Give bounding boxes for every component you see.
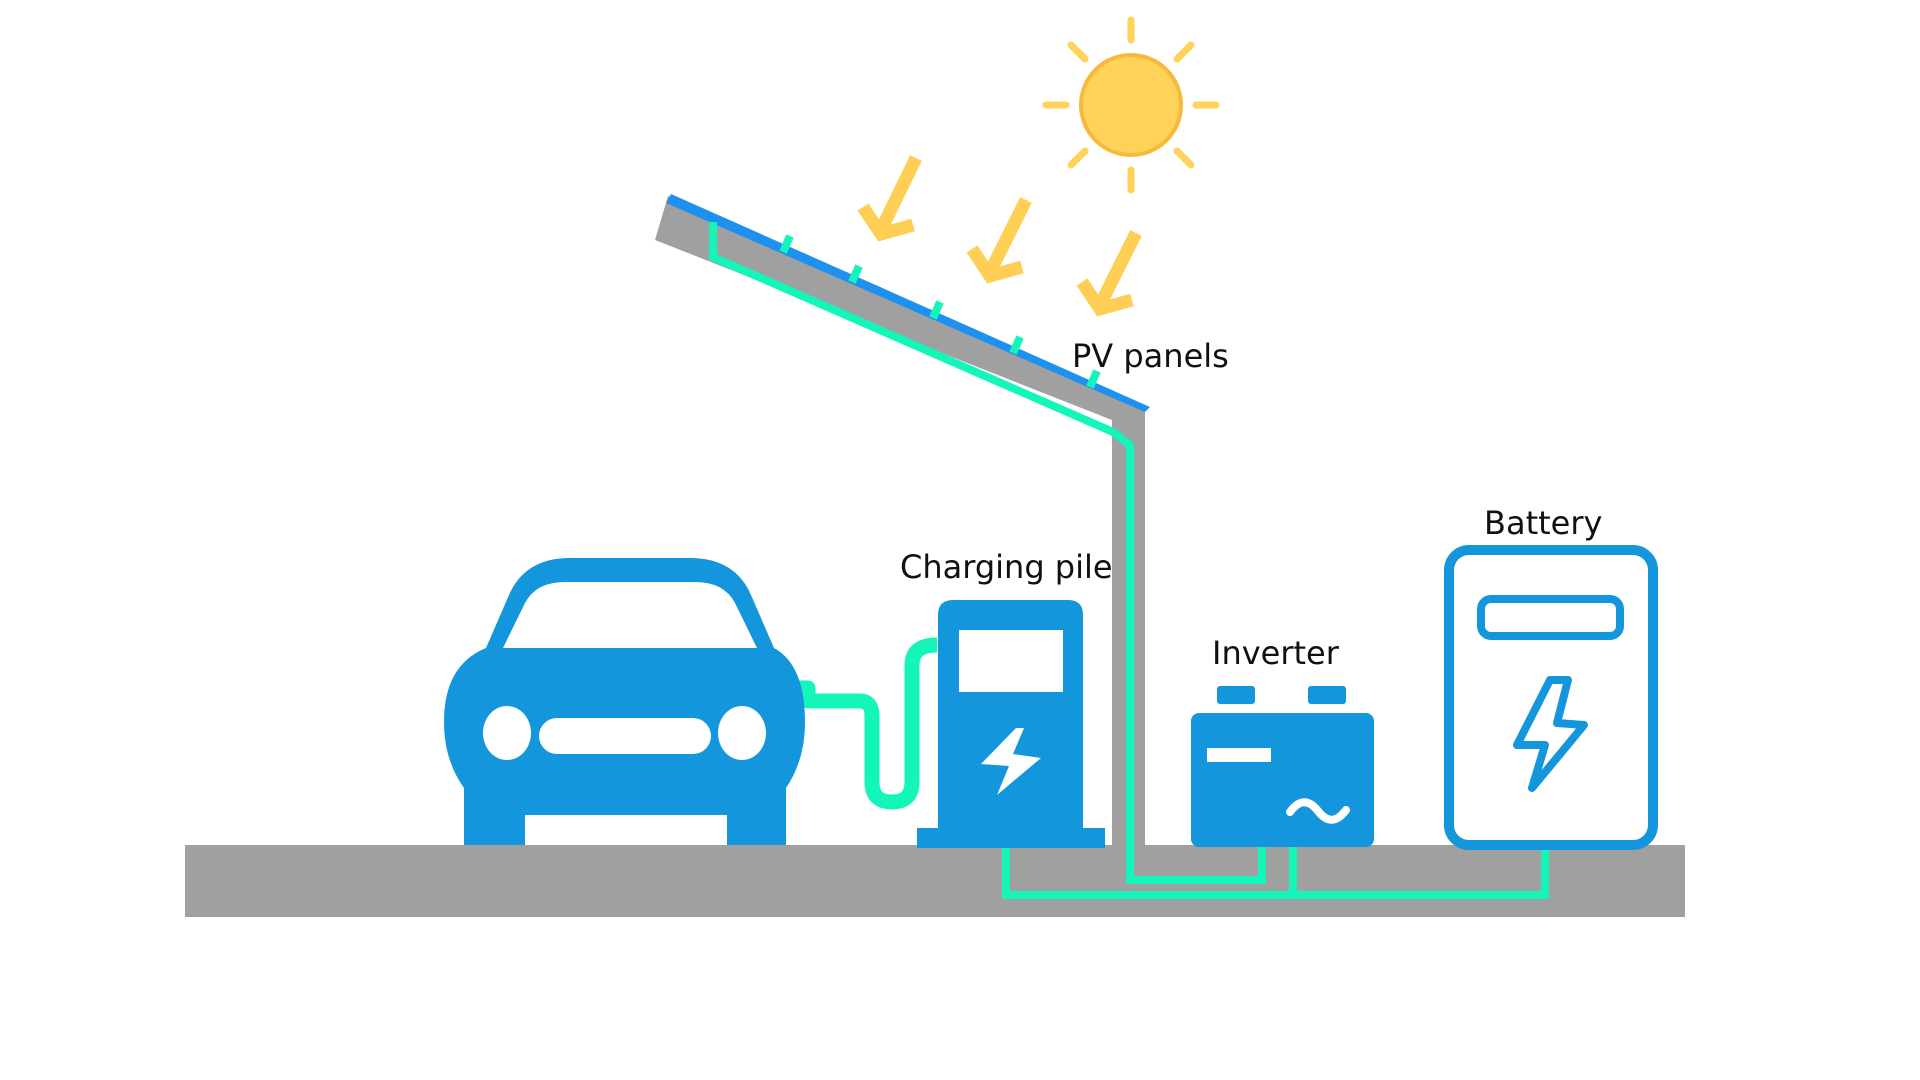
sunlight-arrow-3	[1076, 230, 1142, 317]
car-windshield	[503, 582, 757, 648]
pile-bolt-icon	[981, 728, 1041, 795]
pv-wire-ticks	[779, 234, 1101, 389]
pile-base	[917, 828, 1105, 848]
battery-label: Battery	[1484, 504, 1603, 542]
sun-icon	[1042, 16, 1220, 194]
charging-pile-label: Charging pile	[900, 548, 1113, 586]
pile-screen	[959, 630, 1063, 692]
sunlight-arrow-icon	[857, 155, 1142, 317]
canopy-roof	[655, 196, 1145, 433]
charging-cable	[790, 637, 938, 810]
bus-wire	[1002, 845, 1549, 899]
sunlight-arrow-2	[966, 197, 1032, 284]
pv-wire	[709, 222, 1266, 884]
inverter-right-terminal	[1308, 686, 1346, 704]
inverter-ac-wave-icon	[1286, 798, 1350, 824]
car-left-headlight	[483, 706, 531, 760]
battery-bolt-icon	[1513, 676, 1588, 792]
inverter-dc-mark	[1207, 748, 1271, 762]
electric-car-icon	[444, 558, 805, 845]
car-right-headlight	[718, 706, 766, 760]
inverter-icon	[1191, 686, 1374, 847]
car-grille	[539, 718, 711, 754]
ground	[185, 845, 1685, 917]
battery-indicator	[1477, 595, 1624, 640]
battery-icon	[1444, 545, 1658, 850]
pv-panels-label: PV panels	[1072, 337, 1229, 375]
inverter-body	[1191, 713, 1374, 847]
inverter-left-terminal	[1217, 686, 1255, 704]
power-wiring	[709, 222, 1549, 899]
charging-station-icon	[917, 600, 1105, 848]
sunlight-arrow-1	[857, 155, 922, 242]
battery-body	[1444, 545, 1658, 850]
inverter-label: Inverter	[1212, 634, 1339, 672]
